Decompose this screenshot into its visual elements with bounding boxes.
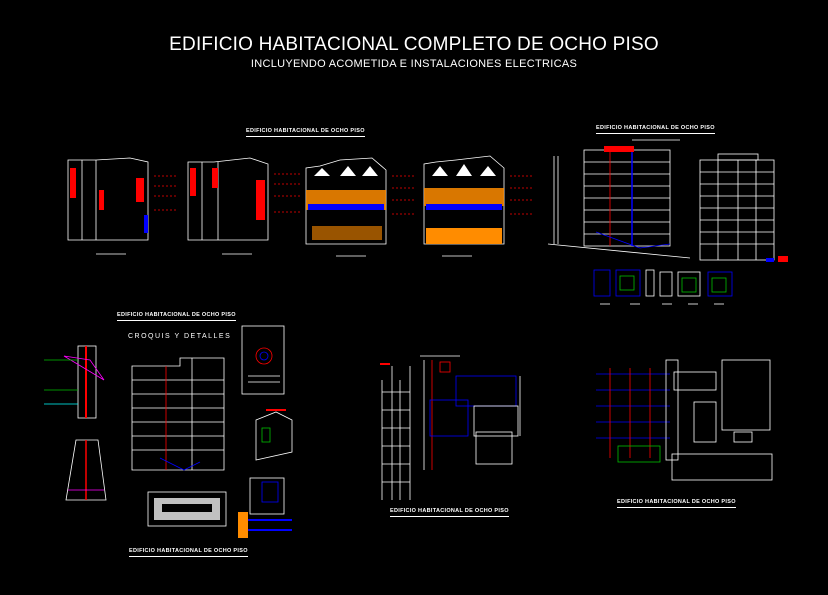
floor-plan-3 — [305, 157, 416, 257]
single-line-diagram — [380, 355, 521, 500]
croquis-detalles-label: CROQUIS Y DETALLES — [128, 333, 232, 340]
drawing-title: EDIFICIO HABITACIONAL COMPLETO DE OCHO P… — [169, 34, 659, 55]
sheet-label-riser: EDIFICIO HABITACIONAL DE OCHO PISO — [617, 499, 736, 508]
meter-detail — [238, 325, 293, 538]
section-elevation — [547, 139, 691, 259]
floor-plan-1 — [67, 157, 176, 255]
sheet-label-bottom: EDIFICIO HABITACIONAL DE OCHO PISO — [129, 548, 248, 557]
building-section-detail — [131, 357, 227, 527]
floor-plan-4 — [423, 155, 534, 257]
sheet-label-floor-plans: EDIFICIO HABITACIONAL DE OCHO PISO — [246, 128, 365, 137]
front-elevation — [699, 153, 788, 262]
floor-plan-2 — [187, 157, 300, 255]
detail-strip — [593, 269, 733, 305]
sheet-label-details: EDIFICIO HABITACIONAL DE OCHO PISO — [117, 312, 236, 321]
drawing-subtitle: INCLUYENDO ACOMETIDA E INSTALACIONES ELE… — [250, 58, 578, 70]
grounding-detail — [44, 345, 107, 501]
sheet-label-elevations: EDIFICIO HABITACIONAL DE OCHO PISO — [596, 125, 715, 134]
sheet-label-single-line: EDIFICIO HABITACIONAL DE OCHO PISO — [390, 508, 509, 517]
riser-diagram — [596, 359, 773, 481]
